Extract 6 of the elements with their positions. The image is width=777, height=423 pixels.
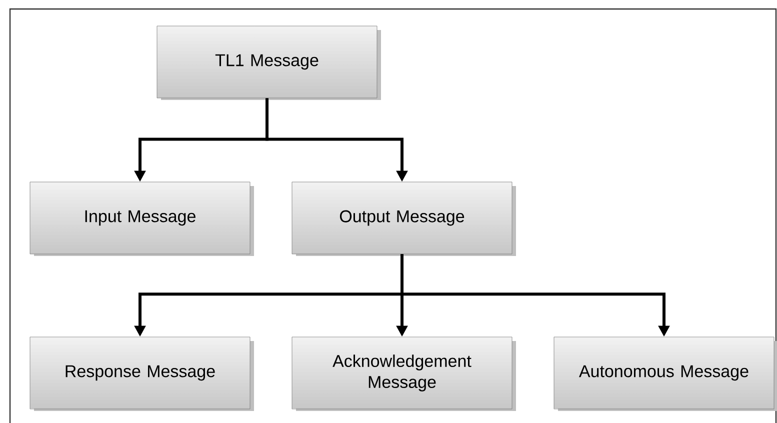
message-box: Autonomous Message — [554, 336, 774, 410]
message-box: Input Message — [30, 182, 250, 254]
message-box: Response Message — [30, 336, 250, 410]
message-box: TL1 Message — [156, 26, 378, 98]
message-box: Acknowledgement Message — [292, 336, 512, 410]
message-box: Output Message — [292, 182, 512, 254]
